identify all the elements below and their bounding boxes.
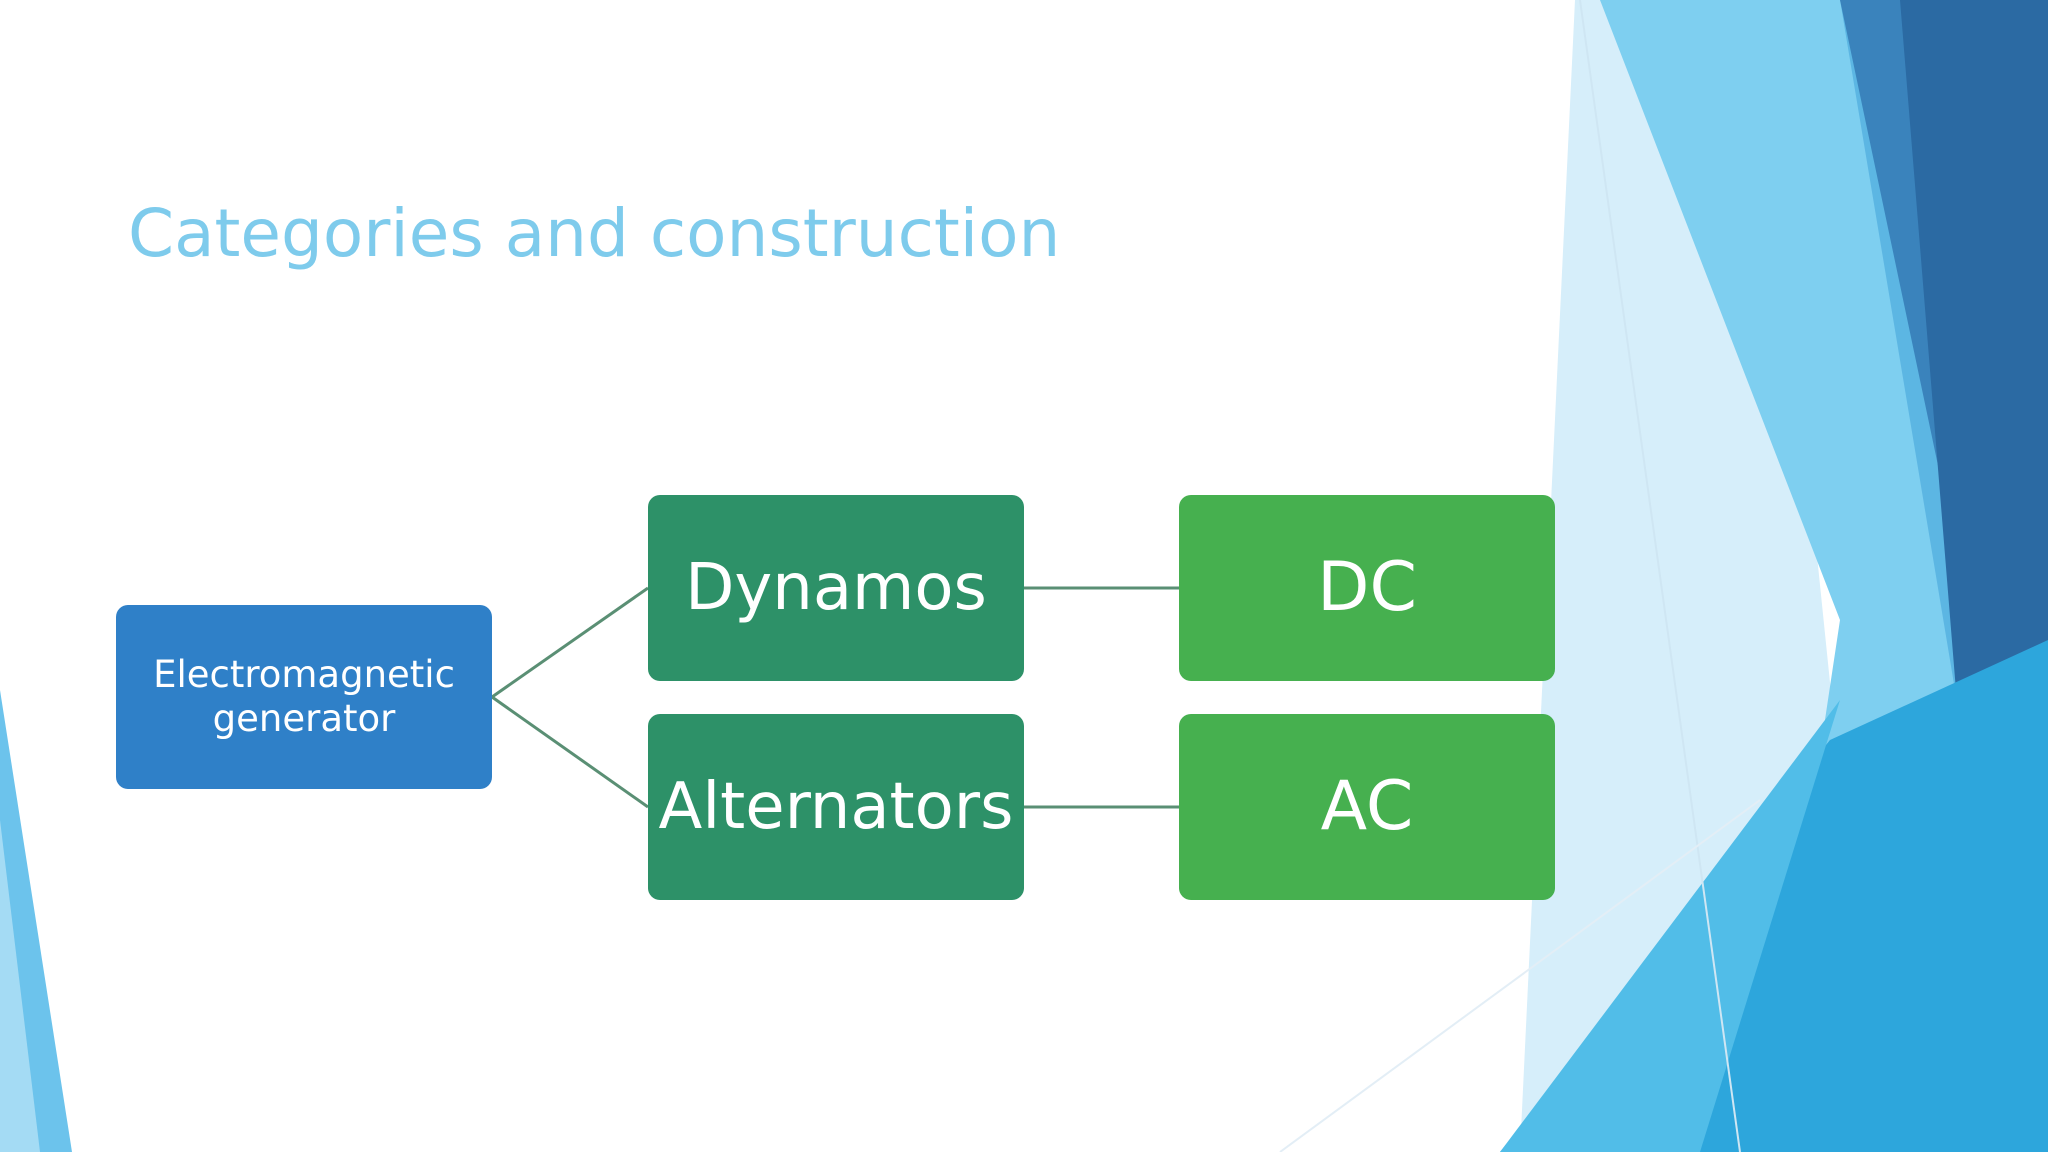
node-ac: AC xyxy=(1179,714,1555,900)
node-alternators: Alternators xyxy=(648,714,1024,900)
slide-title: Categories and construction xyxy=(128,195,1061,272)
node-label: DC xyxy=(1317,548,1417,627)
node-label: Alternators xyxy=(658,770,1014,844)
node-electromagnetic-generator: Electromagnetic generator xyxy=(116,605,492,789)
node-label: Electromagnetic generator xyxy=(153,653,455,740)
facet-line xyxy=(1279,799,1761,1152)
node-dynamos: Dynamos xyxy=(648,495,1024,681)
right-facet-bottom-light xyxy=(1500,700,1840,1152)
left-facet-light xyxy=(0,820,40,1152)
node-label: AC xyxy=(1320,767,1414,846)
connector-root-alternators xyxy=(491,695,649,809)
node-dc: DC xyxy=(1179,495,1555,681)
connector-root-dynamos xyxy=(491,586,649,699)
node-label: Dynamos xyxy=(685,551,987,625)
facet-line xyxy=(1579,0,1741,1152)
right-facet-deep xyxy=(1900,0,2048,740)
